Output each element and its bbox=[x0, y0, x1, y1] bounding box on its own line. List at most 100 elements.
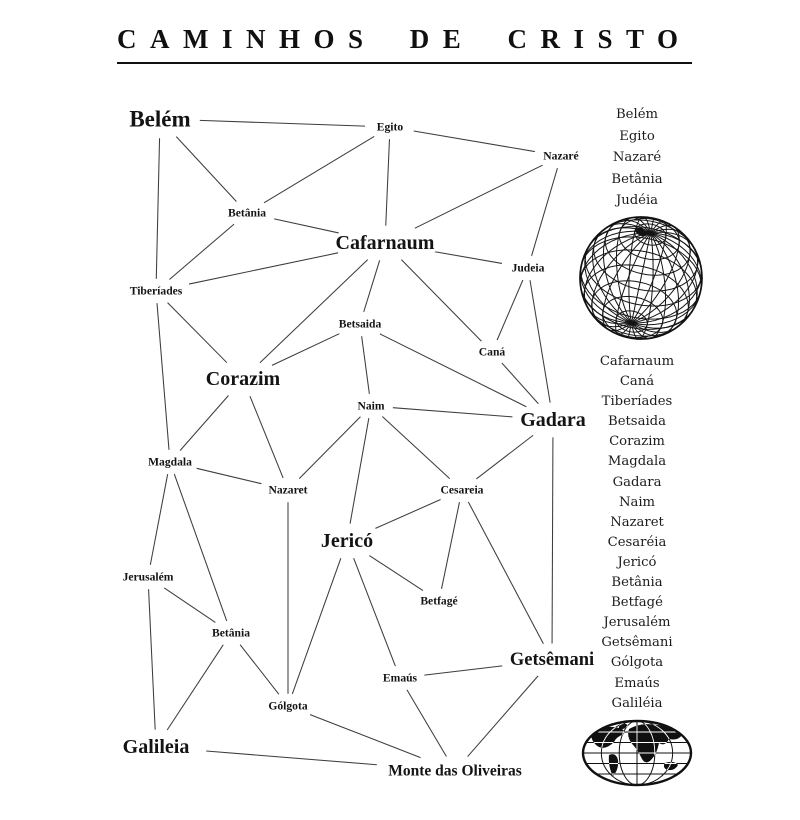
graph-edge bbox=[467, 501, 544, 644]
graph-edge bbox=[188, 252, 339, 285]
globe-wireframe-icon bbox=[579, 216, 703, 340]
graph-edge bbox=[149, 474, 169, 565]
graph-edge bbox=[298, 416, 361, 479]
city-list-item: Betsaida bbox=[608, 414, 666, 430]
graph-edge bbox=[501, 362, 539, 405]
node-corazim: Corazim bbox=[206, 368, 281, 390]
continent-shape bbox=[608, 754, 619, 776]
node-cafarnaum: Cafarnaum bbox=[336, 232, 435, 254]
graph-edge bbox=[349, 418, 370, 524]
city-list-item: Tiberíades bbox=[601, 394, 673, 410]
graph-edge bbox=[291, 558, 342, 695]
graph-edge bbox=[259, 259, 369, 364]
graph-edge bbox=[167, 302, 228, 364]
node-betania_s: Betânia bbox=[212, 627, 250, 640]
graph-edge bbox=[413, 130, 535, 153]
node-getsemani: Getsêmani bbox=[510, 650, 594, 670]
city-list-item: Gólgota bbox=[610, 655, 664, 671]
city-list-item: Nazaré bbox=[612, 150, 662, 165]
graph-edge bbox=[163, 587, 216, 623]
node-jerico: Jericó bbox=[321, 530, 373, 552]
city-list-item: Emaús bbox=[614, 675, 660, 691]
world-map-icon bbox=[581, 719, 693, 787]
graph-edge bbox=[309, 714, 421, 759]
graph-edge bbox=[424, 665, 503, 676]
graph-edges bbox=[148, 119, 558, 766]
node-emaus: Emaús bbox=[383, 672, 418, 685]
city-list-item: Cesaréia bbox=[607, 534, 667, 550]
graph-edge bbox=[400, 259, 482, 342]
city-list-item: Caná bbox=[619, 374, 655, 390]
city-list-item: Cafarnaum bbox=[599, 354, 675, 369]
graph-edge bbox=[467, 675, 539, 757]
graph-edge bbox=[169, 223, 235, 280]
graph-edge bbox=[155, 138, 161, 279]
node-nazare: Nazaré bbox=[543, 150, 578, 163]
node-betania_n: Betânia bbox=[228, 207, 266, 220]
graph-edge bbox=[434, 251, 503, 264]
city-list-item: Egito bbox=[619, 128, 655, 144]
graph-edge bbox=[179, 395, 229, 451]
node-tiberiades: Tiberíades bbox=[130, 285, 183, 298]
node-golgota: Gólgota bbox=[268, 700, 307, 713]
graph-edge bbox=[531, 167, 558, 257]
node-judeia: Judeia bbox=[512, 262, 545, 275]
graph-edge bbox=[263, 136, 375, 204]
city-list-item: Betânia bbox=[611, 575, 663, 591]
node-gadara: Gadara bbox=[520, 409, 586, 431]
graph-edge bbox=[406, 689, 447, 757]
graph-edge bbox=[271, 333, 340, 366]
node-cana: Caná bbox=[479, 346, 506, 359]
node-monte: Monte das Oliveiras bbox=[388, 763, 521, 780]
city-list-item: Belém bbox=[615, 107, 659, 122]
node-betsaida: Betsaida bbox=[339, 318, 382, 331]
graph-edge bbox=[379, 333, 527, 408]
graph-edge bbox=[414, 164, 543, 229]
graph-edge bbox=[156, 303, 170, 450]
graph-edge bbox=[369, 555, 424, 591]
city-list-item: Jerusalém bbox=[603, 615, 671, 631]
graph-edge bbox=[441, 502, 460, 589]
graph-edge bbox=[476, 434, 534, 480]
graph-edge bbox=[551, 437, 554, 644]
city-list-item: Betânia bbox=[611, 171, 663, 187]
graph-edge bbox=[206, 750, 377, 766]
graph-edge bbox=[175, 136, 237, 202]
graph-edge bbox=[199, 119, 366, 127]
city-list-item: Magdala bbox=[607, 454, 667, 470]
city-list-item: Judéia bbox=[615, 193, 659, 208]
graph-edge bbox=[381, 416, 451, 480]
graph-edge bbox=[392, 407, 513, 418]
graph-edge bbox=[385, 139, 390, 226]
graph-edge bbox=[529, 280, 551, 403]
city-list-item: Getsêmani bbox=[601, 635, 673, 651]
graph-edge bbox=[375, 499, 441, 529]
page-title: CAMINHOS DE CRISTO bbox=[117, 24, 692, 64]
graph-edge bbox=[274, 218, 339, 234]
node-galileia: Galileia bbox=[123, 736, 190, 758]
graph-edge bbox=[173, 473, 228, 622]
graph-edge bbox=[196, 467, 262, 485]
node-jerusalem: Jerusalém bbox=[123, 571, 174, 584]
node-betfage: Betfagé bbox=[420, 595, 457, 608]
graph-edge bbox=[361, 336, 370, 394]
city-list-item: Gadara bbox=[612, 474, 662, 490]
graph-edge bbox=[353, 557, 396, 667]
node-magdala: Magdala bbox=[148, 456, 192, 469]
graph-edge bbox=[166, 644, 224, 731]
graph-edge bbox=[148, 589, 156, 730]
node-belem: Belém bbox=[129, 107, 190, 132]
node-cesareia: Cesareia bbox=[441, 484, 484, 497]
city-list-item: Jericó bbox=[617, 554, 657, 570]
city-list-item: Corazim bbox=[609, 434, 665, 450]
graph-edge bbox=[249, 396, 284, 479]
node-egito: Egito bbox=[377, 121, 404, 134]
graph-edge bbox=[363, 260, 381, 313]
city-list-item: Nazaret bbox=[610, 514, 664, 530]
city-list-item: Betfagé bbox=[611, 595, 663, 611]
